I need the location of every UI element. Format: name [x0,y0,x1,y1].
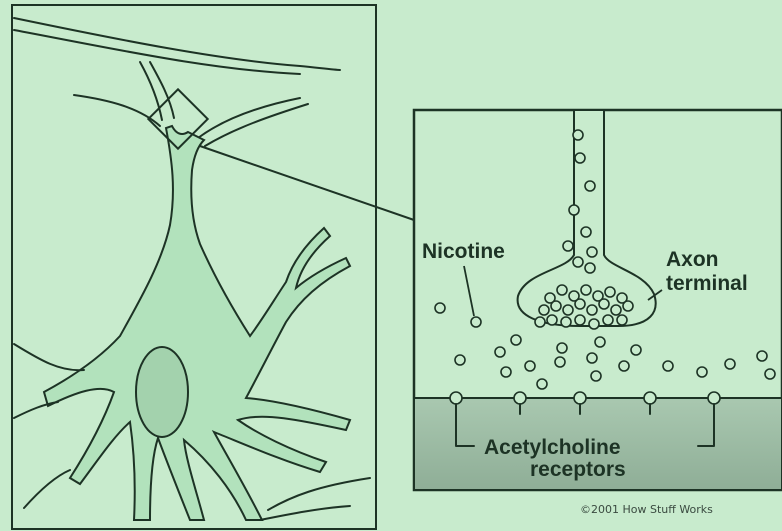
receptors-label-line2: receptors [530,458,626,481]
synapse-inset-panel: Nicotine Axon terminal Acetylcholine rec… [414,110,782,490]
nicotine-label: Nicotine [422,240,505,263]
lower-right-dendrite [268,478,370,510]
receptors-label-line1: Acetylcholine [484,436,621,459]
upper-axon-fiber [14,18,340,70]
upper-axon-fiber-edge [14,30,300,74]
lower-left-dendrite-3 [24,470,70,508]
neuron-cell-body [44,126,350,520]
zoom-connector-line [200,146,414,220]
terminal-label: terminal [666,272,748,295]
cell-nucleus [136,347,188,437]
lower-right-dendrite-2 [260,506,350,520]
right-dendrite-filament [198,98,300,138]
left-dendrite-filament [74,95,160,126]
neuron-panel [12,5,376,529]
copyright-text: ©2001 How Stuff Works [580,503,713,516]
upper-branch [140,62,162,120]
lower-left-dendrite [14,344,84,370]
axon-label: Axon [666,248,719,271]
